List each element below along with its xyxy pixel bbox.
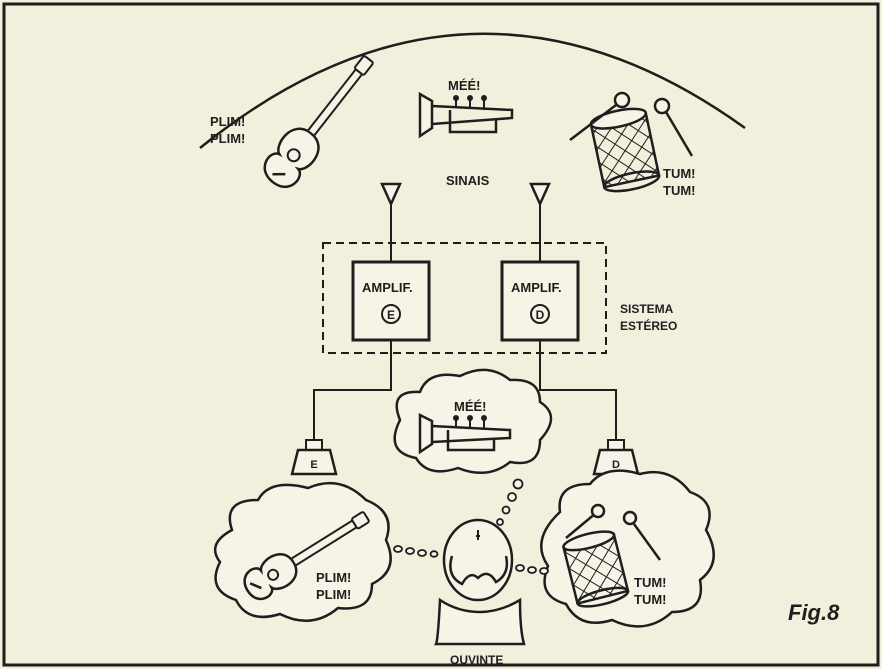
thought-drumsticks-icon — [565, 503, 662, 561]
system-label-line2: ESTÉREO — [620, 318, 677, 333]
trumpet-sound-label: MÉÉ! — [448, 78, 481, 93]
speaker-right-channel: D — [612, 459, 620, 471]
figure-label: Fig.8 — [788, 600, 840, 625]
amplifier-right-label: AMPLIF. — [511, 280, 562, 295]
thought-guitar-icon — [243, 511, 370, 601]
stereo-system-box — [322, 242, 607, 354]
thought-guitar-sound-line2: PLIM! — [316, 587, 351, 602]
thought-trumpet-icon — [418, 412, 512, 455]
trumpet-icon — [418, 91, 514, 139]
system-label-line1: SISTEMA — [620, 302, 674, 316]
thought-drum-sound-line1: TUM! — [634, 575, 667, 590]
microphone-right-icon — [529, 182, 551, 262]
thought-cloud-trumpet — [393, 368, 553, 475]
signals-label: SINAIS — [446, 173, 490, 188]
drumsticks-icon — [569, 91, 694, 157]
drum-icon — [589, 107, 661, 193]
drum-sound-line2: TUM! — [663, 183, 696, 198]
speaker-left-channel: E — [310, 459, 317, 471]
microphone-left-icon — [380, 182, 402, 262]
thought-trumpet-sound: MÉÉ! — [454, 399, 487, 414]
amplifier-left-label: AMPLIF. — [362, 280, 413, 295]
wire-right — [539, 340, 617, 440]
listener-icon — [433, 518, 526, 646]
thought-drum-icon — [561, 530, 630, 608]
speaker-left-icon: E — [290, 439, 338, 476]
thought-guitar-sound-line1: PLIM! — [316, 570, 351, 585]
guitar-sound-line1: PLIM! — [210, 114, 245, 129]
wire-left — [313, 340, 392, 440]
speaker-right-icon: D — [592, 439, 640, 476]
listener-label: OUVINTE — [450, 653, 503, 667]
amplifier-right: AMPLIF. D — [500, 260, 580, 342]
amplifier-left-channel: E — [387, 308, 395, 322]
thought-dots — [393, 478, 549, 575]
amplifier-right-channel: D — [536, 308, 545, 322]
guitar-sound-line2: PLIM! — [210, 131, 245, 146]
amplifier-left: AMPLIF. E — [351, 260, 431, 342]
drum-sound-line1: TUM! — [663, 166, 696, 181]
thought-drum-sound-line2: TUM! — [634, 592, 667, 607]
sound-arc — [199, 32, 746, 149]
guitar-icon — [263, 55, 374, 189]
